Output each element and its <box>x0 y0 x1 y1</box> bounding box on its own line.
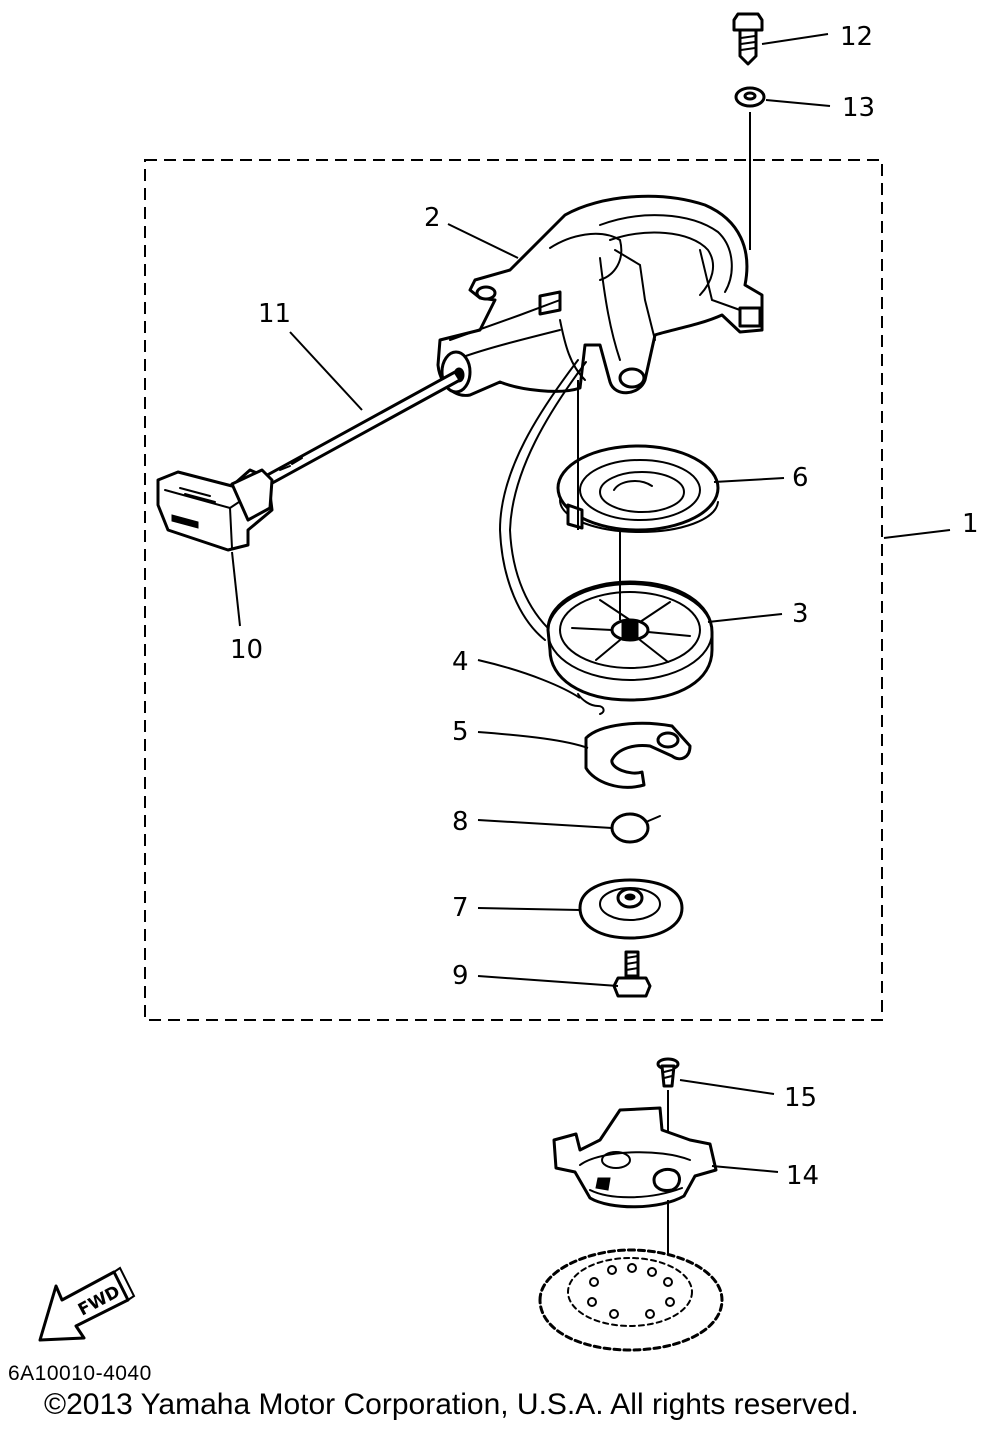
leader-13 <box>765 99 831 107</box>
callout-11: 11 <box>258 299 291 329</box>
part-8-friction-spring[interactable] <box>610 812 661 844</box>
callout-7: 7 <box>452 893 469 923</box>
copyright-notice: ©2013 Yamaha Motor Corporation, U.S.A. A… <box>44 1388 859 1421</box>
part-5-drive-pawl[interactable] <box>584 721 692 789</box>
callout-12: 12 <box>840 22 873 52</box>
callout-15: 15 <box>784 1083 817 1113</box>
part-9-screw[interactable] <box>612 950 652 998</box>
callout-6: 6 <box>792 463 809 493</box>
part-7-friction-plate[interactable] <box>578 878 684 940</box>
callout-10: 10 <box>230 635 263 665</box>
leader-8 <box>477 819 613 829</box>
callout-5: 5 <box>452 717 469 747</box>
leader-6 <box>713 477 785 483</box>
leader-14 <box>711 1165 779 1173</box>
part-11-starter-rope[interactable] <box>238 359 587 641</box>
leader-12 <box>761 33 829 45</box>
leader-3 <box>707 613 783 623</box>
part-2-starter-housing[interactable] <box>436 194 764 397</box>
leader-1 <box>883 529 951 539</box>
leader-9 <box>477 975 619 987</box>
part-3-rope-pulley[interactable] <box>546 580 714 702</box>
leader-15 <box>679 1079 775 1095</box>
leader-10 <box>231 551 241 627</box>
part-12-bolt[interactable] <box>732 12 764 66</box>
part-14-starter-pulley[interactable] <box>552 1106 718 1209</box>
callout-3: 3 <box>792 599 809 629</box>
callout-13: 13 <box>842 93 875 123</box>
leader-4 <box>477 659 581 699</box>
assembly-boundary-box <box>144 159 883 1021</box>
callout-4: 4 <box>452 647 469 677</box>
part-15-screw[interactable] <box>656 1057 680 1088</box>
callout-8: 8 <box>452 807 469 837</box>
part-10-starter-handle[interactable] <box>156 468 274 552</box>
leader-5 <box>477 731 589 749</box>
part-4-spring[interactable] <box>577 693 605 715</box>
callout-14: 14 <box>786 1161 819 1191</box>
callout-1: 1 <box>962 509 979 539</box>
callout-2: 2 <box>424 203 441 233</box>
leader-7 <box>477 907 581 911</box>
part-6-spiral-spring[interactable] <box>556 444 720 534</box>
forward-direction-arrow: FWD <box>38 1266 136 1342</box>
callout-9: 9 <box>452 961 469 991</box>
diagram-part-code: 6A10010-4040 <box>8 1362 152 1385</box>
part-13-washer[interactable] <box>734 86 766 108</box>
leader-11 <box>289 331 363 411</box>
leader-2 <box>447 223 519 259</box>
flywheel <box>538 1248 724 1352</box>
